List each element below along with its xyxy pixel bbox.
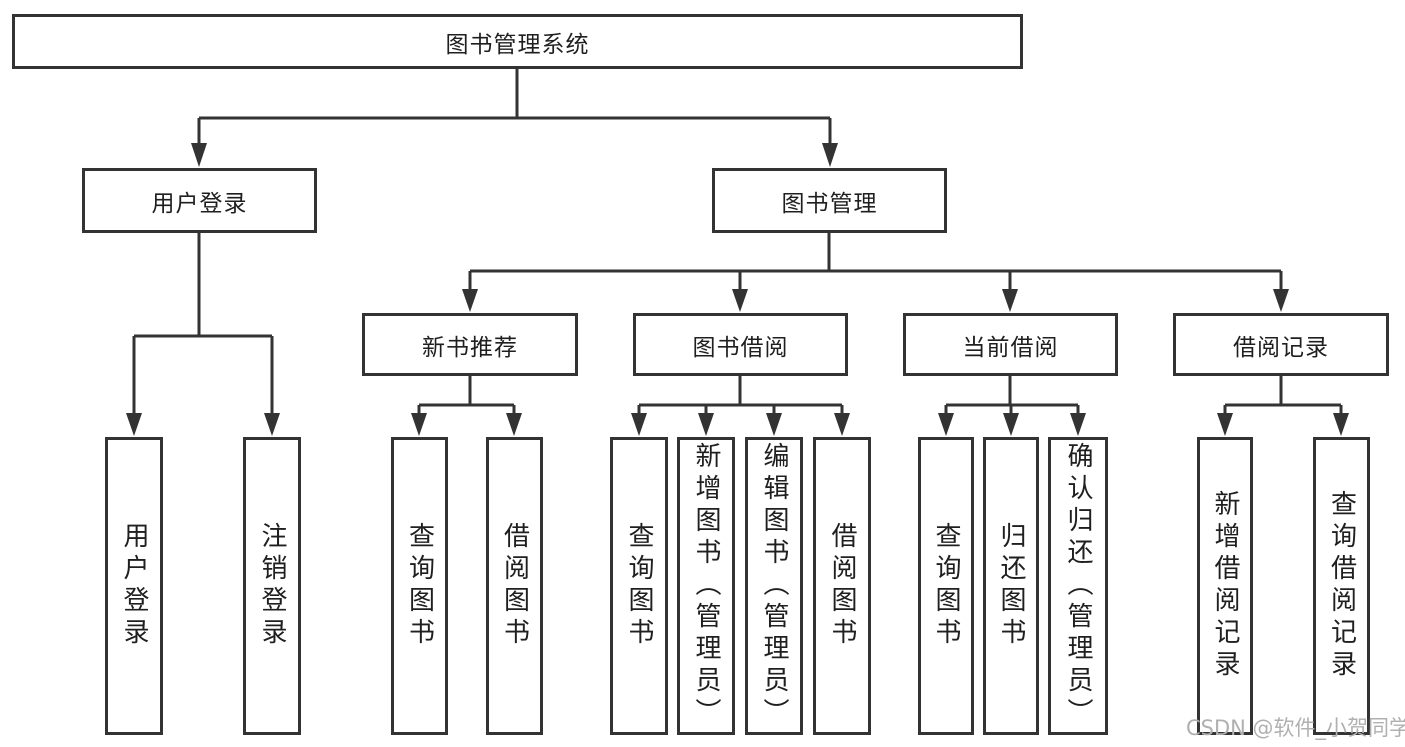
node-label: 归还图书 (996, 522, 1026, 650)
node-label: 图书借阅 (692, 334, 789, 361)
leaf-current-confirm-return-admin: 确认归还（管理员） (1048, 437, 1108, 735)
arrowheads (126, 143, 1349, 436)
leaf-logout: 注销登录 (243, 437, 301, 735)
leaf-borrow-add-books-admin: 新增图书（管理员） (677, 437, 735, 735)
node-label: 新增借阅记录 (1210, 490, 1240, 682)
node-current-borrowing: 当前借阅 (903, 313, 1118, 376)
leaf-newbook-query-books: 查询图书 (391, 437, 448, 735)
node-label: 查询图书 (931, 522, 961, 650)
leaf-borrow-query-books: 查询图书 (610, 437, 668, 735)
node-book-borrowing: 图书借阅 (633, 313, 848, 376)
leaf-record-add-borrow-record: 新增借阅记录 (1197, 437, 1253, 735)
node-label: 借阅图书 (499, 522, 530, 650)
node-label: 借阅图书 (827, 522, 857, 650)
node-label: 新增图书（管理员） (691, 442, 721, 730)
node-label: 用户登录 (151, 190, 248, 217)
leaf-current-query-books: 查询图书 (918, 437, 974, 735)
node-label: 注销登录 (257, 522, 287, 650)
leaf-newbook-borrow-books: 借阅图书 (486, 437, 543, 735)
node-label: 查询图书 (624, 522, 654, 650)
leaf-borrow-edit-books-admin: 编辑图书（管理员） (745, 437, 803, 735)
node-label: 新书推荐 (422, 334, 518, 361)
node-book-management: 图书管理 (712, 168, 947, 233)
leaf-borrow-borrow-books: 借阅图书 (813, 437, 871, 735)
leaf-record-query-borrow-record: 查询借阅记录 (1313, 437, 1370, 735)
csdn-watermark: CSDN @软件_小贺同学 (1186, 716, 1405, 740)
leaf-user-login: 用户登录 (105, 437, 163, 735)
node-label: 图书管理系统 (445, 31, 590, 58)
node-user-login: 用户登录 (82, 168, 317, 233)
node-label: 借阅记录 (1233, 334, 1329, 361)
node-label: 确认归还（管理员） (1063, 442, 1093, 730)
node-label: 用户登录 (119, 522, 149, 650)
node-label: 图书管理 (781, 190, 878, 217)
node-library-management-system: 图书管理系统 (12, 14, 1023, 69)
node-borrowing-records: 借阅记录 (1173, 313, 1389, 376)
node-label: 查询图书 (404, 522, 435, 650)
node-label: 编辑图书（管理员） (759, 442, 789, 730)
node-new-book-recommend: 新书推荐 (362, 313, 578, 376)
node-label: 查询借阅记录 (1326, 490, 1357, 682)
node-label: 当前借阅 (962, 334, 1059, 361)
leaf-current-return-books: 归还图书 (983, 437, 1039, 735)
